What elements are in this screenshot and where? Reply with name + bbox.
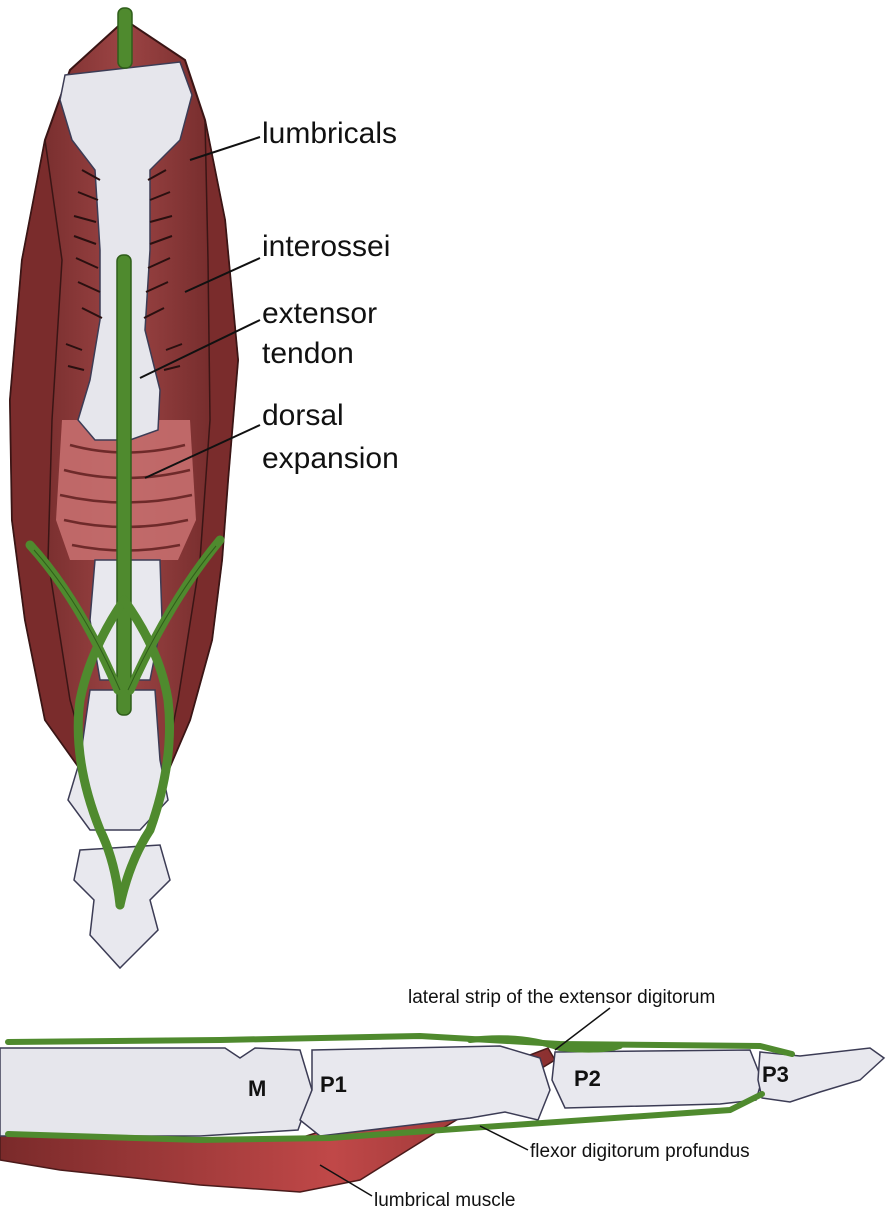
dorsal-view: lumbricals interossei extensor tendon do… bbox=[10, 8, 399, 968]
label-dorsal-line2: expansion bbox=[262, 442, 399, 475]
label-fdp: flexor digitorum profundus bbox=[530, 1141, 750, 1162]
extensor-tendon-top bbox=[118, 8, 132, 68]
label-extensor-line1: extensor bbox=[262, 297, 377, 330]
lateral-view: M P1 P2 P3 lateral strip of the extensor… bbox=[0, 987, 884, 1211]
label-p1: P1 bbox=[320, 1072, 347, 1097]
label-m: M bbox=[248, 1076, 266, 1101]
label-lateral-strip: lateral strip of the extensor digitorum bbox=[408, 987, 715, 1008]
label-lumbrical-muscle: lumbrical muscle bbox=[374, 1190, 515, 1211]
label-lumbricals: lumbricals bbox=[262, 117, 397, 150]
label-p3: P3 bbox=[762, 1062, 789, 1087]
label-extensor-line2: tendon bbox=[262, 337, 354, 370]
label-dorsal-line1: dorsal bbox=[262, 399, 344, 432]
label-interossei: interossei bbox=[262, 230, 390, 263]
extensor-tendon bbox=[117, 255, 131, 715]
label-p2: P2 bbox=[574, 1066, 601, 1091]
